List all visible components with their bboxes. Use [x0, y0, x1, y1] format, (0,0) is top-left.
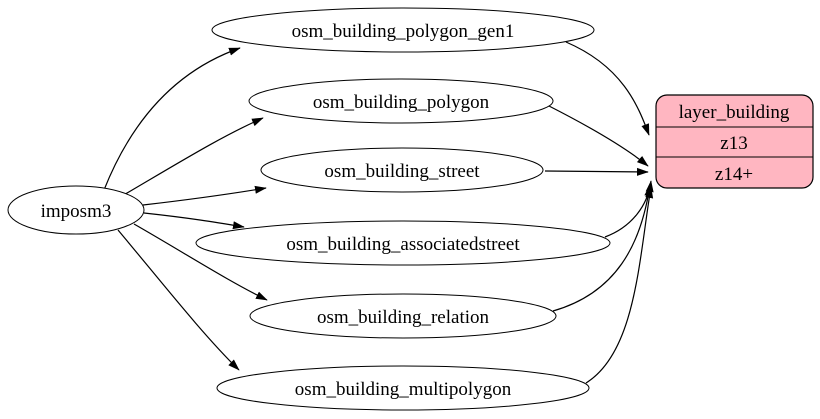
layer_building-title: layer_building [679, 102, 790, 123]
osm_building_street-label: osm_building_street [324, 161, 480, 182]
node-imposm3: imposm3 [7, 185, 145, 235]
node-osm_building_relation: osm_building_relation [249, 293, 557, 339]
edge-osm_building_relation-to-z14 [552, 184, 653, 312]
node-osm_building_associatedstreet: osm_building_associatedstreet [195, 220, 611, 266]
edge-imposm3-to-osm_building_multipolygon [117, 229, 240, 371]
osm_building_polygon_gen1-label: osm_building_polygon_gen1 [292, 21, 515, 42]
edge-osm_building_street-to-z14 [544, 167, 649, 176]
edge-imposm3-to-osm_building_associatedstreet [143, 212, 245, 230]
edge-osm_building_multipolygon-to-z14 [585, 186, 654, 384]
edge-osm_building_polygon_gen1-to-z13 [565, 41, 650, 136]
node-osm_building_street: osm_building_street [260, 147, 544, 193]
osm_building_street-ellipse [260, 147, 544, 193]
node-layer_building: layer_building z13 z14+ [655, 94, 814, 189]
layer_building-row-z13: z13 [720, 133, 747, 154]
osm_building_polygon-label: osm_building_polygon [313, 92, 490, 113]
edge-osm_building_polygon-to-z14 [548, 105, 649, 167]
edge-osm_building_associatedstreet-to-z14 [604, 180, 654, 238]
edge-imposm3-to-osm_building_polygon [121, 117, 264, 197]
layer_building-box [655, 94, 814, 189]
node-osm_building_multipolygon: osm_building_multipolygon [216, 365, 590, 411]
imposm3-label: imposm3 [41, 201, 112, 222]
node-osm_building_polygon: osm_building_polygon [248, 78, 554, 124]
osm_building_polygon_gen1-ellipse [211, 7, 595, 53]
layer_building-row-z14plus: z14+ [715, 164, 753, 185]
edge-imposm3-to-osm_building_relation [133, 223, 268, 301]
edge-imposm3-to-osm_building_polygon_gen1 [103, 47, 241, 191]
edges-from-imposm3 [103, 47, 268, 371]
osm_building_relation-ellipse [249, 293, 557, 339]
osm_building_multipolygon-ellipse [216, 365, 590, 411]
edges-to-layer_building [544, 41, 654, 384]
imposm3-ellipse [7, 185, 145, 235]
osm_building_associatedstreet-ellipse [195, 220, 611, 266]
node-osm_building_polygon_gen1: osm_building_polygon_gen1 [211, 7, 595, 53]
osm_building_associatedstreet-label: osm_building_associatedstreet [286, 234, 520, 255]
edge-imposm3-to-osm_building_street [142, 185, 267, 206]
osm_building_multipolygon-label: osm_building_multipolygon [295, 379, 512, 400]
osm_building_polygon-ellipse [248, 78, 554, 124]
osm_building_relation-label: osm_building_relation [317, 307, 490, 328]
